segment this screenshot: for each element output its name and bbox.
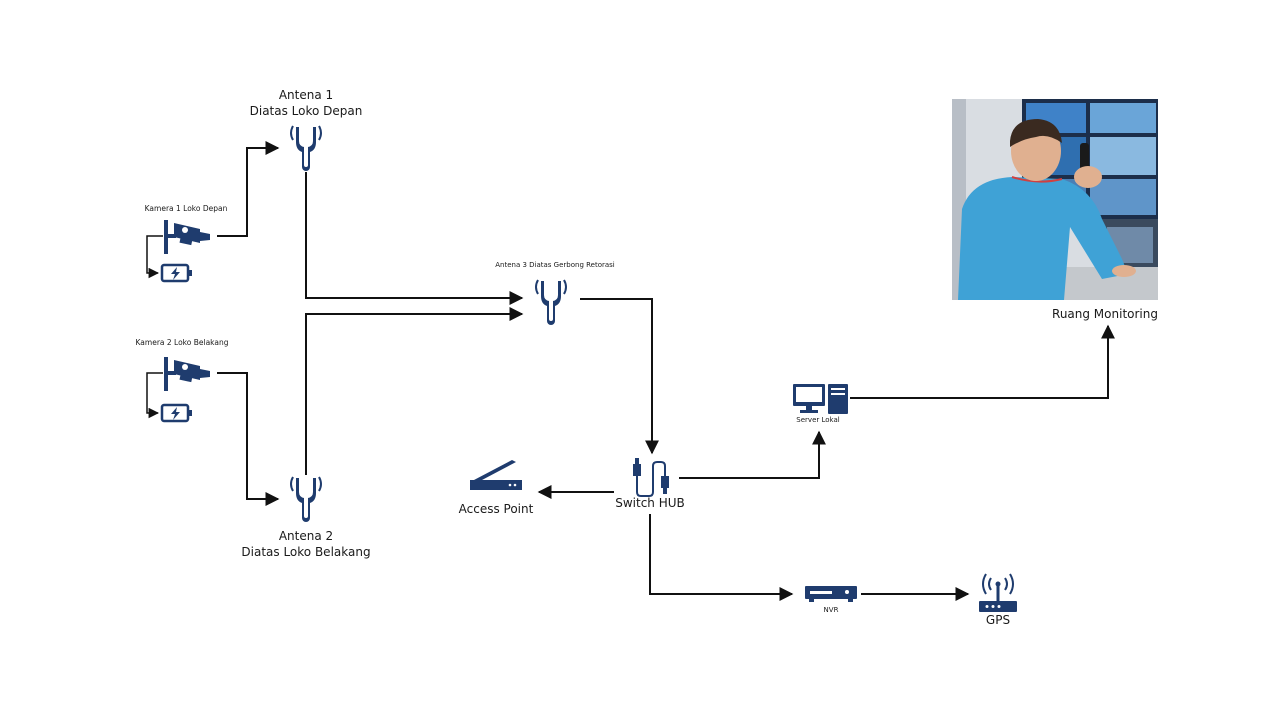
link-camera1-antenna1 — [217, 141, 280, 237]
link-camera2-antenna2 — [217, 372, 280, 506]
switch-hub-label: Switch HUB — [615, 496, 685, 510]
antenna1-location: Diatas Loko Depan — [249, 104, 363, 119]
link-antenna2-antenna3 — [305, 307, 524, 475]
antenna2-name: Antena 2 — [278, 529, 334, 543]
antenna2-location: Diatas Loko Belakang — [241, 545, 371, 560]
nvr-recorder-icon — [805, 586, 857, 602]
link-switch-nvr — [649, 514, 794, 601]
camera1-label: Kamera 1 Loko Depan — [144, 204, 228, 213]
monitoring-room-label: Ruang Monitoring — [1052, 307, 1158, 321]
server-label: Server Lokal — [796, 416, 840, 424]
antenna2-label: Antena 2 Diatas Loko Belakang — [226, 528, 386, 560]
desktop-computer-icon — [793, 384, 848, 414]
gps-label: GPS — [985, 613, 1011, 627]
antenna-icon — [290, 476, 322, 523]
battery-charging-icon — [160, 263, 194, 283]
link-camera2-battery — [146, 372, 163, 419]
access-point-icon — [470, 460, 522, 490]
antenna3-label: Antena 3 Diatas Gerbong Retorasi — [495, 261, 615, 269]
antenna-icon — [535, 279, 567, 326]
antenna1-name: Antena 1 — [278, 88, 334, 102]
ethernet-switch-icon — [633, 458, 669, 497]
link-antenna1-antenna3 — [305, 172, 524, 305]
link-antenna3-switch — [580, 298, 659, 455]
link-server-monitoring — [850, 324, 1115, 399]
cctv-camera-icon — [164, 220, 210, 254]
antenna1-label: Antena 1 Diatas Loko Depan — [236, 87, 376, 119]
antenna-icon — [290, 125, 322, 172]
gps-router-icon — [979, 573, 1017, 612]
battery-charging-icon — [160, 403, 194, 423]
access-point-label: Access Point — [458, 502, 534, 516]
nvr-label: NVR — [823, 606, 839, 614]
monitoring-room-photo — [952, 99, 1158, 300]
camera2-label: Kamera 2 Loko Belakang — [135, 338, 229, 347]
link-camera1-battery — [146, 235, 163, 279]
link-switch-server — [679, 430, 826, 479]
cctv-camera-icon — [164, 357, 210, 391]
